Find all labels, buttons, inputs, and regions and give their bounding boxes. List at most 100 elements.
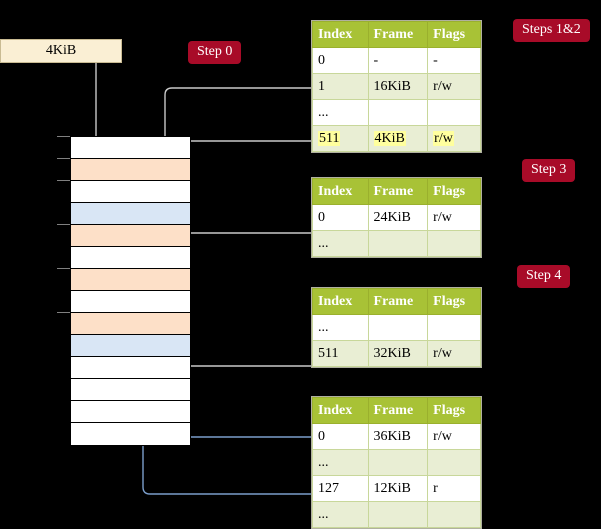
table-row: ...	[312, 230, 481, 257]
memory-tick	[57, 158, 71, 159]
cell-index: 511	[312, 340, 369, 367]
cell-frame: 32KiB	[367, 340, 429, 367]
badge-step-3: Step 3	[522, 159, 576, 182]
badge-steps-1-2-label: Steps 1&2	[522, 22, 581, 37]
cell-frame: 12KiB	[367, 475, 429, 502]
memory-frame-row	[71, 423, 190, 445]
memory-frame-row	[71, 335, 190, 357]
note-box-label: 4KiB	[45, 43, 77, 58]
memory-frame-row	[71, 159, 190, 181]
memory-frame-row	[71, 247, 190, 269]
badge-step-0: Step 0	[188, 41, 242, 64]
cell-frame	[367, 230, 429, 257]
memory-tick	[57, 268, 71, 269]
memory-frame-row	[71, 379, 190, 401]
memory-frame-row	[71, 291, 190, 313]
cell-flags: r/w	[427, 125, 481, 152]
cell-frame	[367, 99, 429, 126]
memory-frame-row	[71, 203, 190, 225]
column-header-flags: Flags	[427, 397, 481, 424]
cell-index: ...	[312, 99, 369, 126]
column-header-flags: Flags	[427, 21, 481, 48]
table-row: 0--	[312, 47, 481, 74]
memory-frame-row	[71, 225, 190, 247]
cell-index: ...	[312, 230, 369, 257]
memory-frame-row	[71, 357, 190, 379]
cell-index: 0	[312, 423, 369, 450]
column-header-frame: Frame	[367, 288, 429, 315]
cell-flags	[427, 449, 481, 476]
cell-flags: r	[427, 475, 481, 502]
badge-step-4: Step 4	[517, 265, 571, 288]
memory-frame-row	[71, 401, 190, 423]
cell-index: ...	[312, 314, 369, 341]
wire-l4-row511	[175, 140, 311, 156]
physical-memory-column	[70, 136, 191, 446]
cell-flags: r/w	[427, 340, 481, 367]
cell-frame: 4KiB	[367, 125, 429, 152]
memory-tick	[57, 136, 71, 137]
wire-l2-row511	[178, 300, 311, 367]
cell-frame	[367, 314, 429, 341]
table-row: ...	[312, 314, 481, 341]
cell-index: 1	[312, 73, 369, 100]
memory-frame-row	[71, 313, 190, 335]
cell-index: 0	[312, 47, 369, 74]
memory-frame-row	[71, 269, 190, 291]
cell-flags	[427, 99, 481, 126]
cell-frame: 16KiB	[367, 73, 429, 100]
cell-index: 0	[312, 204, 369, 231]
cell-flags	[427, 314, 481, 341]
column-header-flags: Flags	[427, 178, 481, 205]
badge-step-4-label: Step 4	[526, 268, 562, 283]
cell-flags	[427, 230, 481, 257]
memory-tick	[57, 224, 71, 225]
badge-step-3-label: Step 3	[531, 162, 567, 177]
memory-frame-row	[71, 181, 190, 203]
cell-frame: 36KiB	[367, 423, 429, 450]
column-header-index: Index	[312, 178, 369, 205]
cell-flags: -	[427, 47, 481, 74]
note-box-4kib: 4KiB	[0, 39, 122, 63]
cell-frame: -	[367, 47, 429, 74]
badge-step-0-label: Step 0	[197, 44, 233, 59]
column-header-index: Index	[312, 397, 369, 424]
cell-index: ...	[312, 501, 369, 528]
cell-index: 511	[312, 125, 369, 152]
badge-steps-1-2: Steps 1&2	[513, 19, 590, 42]
memory-tick	[57, 180, 71, 181]
highlighted-value: 4KiB	[373, 130, 406, 146]
cell-index: ...	[312, 449, 369, 476]
table-row: ...	[312, 449, 481, 476]
column-header-frame: Frame	[367, 21, 429, 48]
table-row: ...	[312, 99, 481, 126]
cell-frame	[367, 449, 429, 476]
cell-flags: r/w	[427, 423, 481, 450]
memory-frame-row	[71, 137, 190, 159]
column-header-index: Index	[312, 21, 369, 48]
wire-l3-row0	[175, 232, 311, 268]
column-header-frame: Frame	[367, 178, 429, 205]
memory-tick	[57, 312, 71, 313]
column-header-flags: Flags	[427, 288, 481, 315]
table-row: ...	[312, 501, 481, 528]
cell-frame: 24KiB	[367, 204, 429, 231]
column-header-index: Index	[312, 288, 369, 315]
cell-index: 127	[312, 475, 369, 502]
cell-flags: r/w	[427, 204, 481, 231]
highlighted-value: r/w	[433, 130, 454, 146]
